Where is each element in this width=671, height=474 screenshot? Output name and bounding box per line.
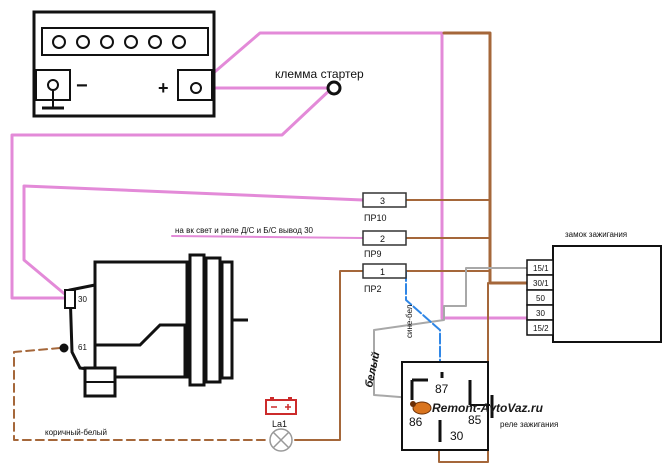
generator-terminal-30 xyxy=(64,289,76,309)
wire-pink-starter-to-generator xyxy=(10,86,334,300)
generator-pulley-1 xyxy=(188,253,206,387)
ign-terminal-30-1: 30/1 xyxy=(533,279,549,288)
charge-lamp-battery-icon xyxy=(265,399,297,415)
brown-white-label: коричный-белый xyxy=(45,428,107,437)
wire-brown-dashed-61-to-lamp xyxy=(13,347,269,441)
wire-pink-fuse3-to-generator xyxy=(22,184,365,298)
wire-blue-fuse1-to-relay xyxy=(405,270,441,373)
ignition-terminals xyxy=(526,259,554,336)
wire-pink-fuse2-line xyxy=(171,235,364,239)
generator xyxy=(59,253,248,398)
battery-plus-post xyxy=(190,82,202,94)
fuse-pr2 xyxy=(362,263,407,279)
fuse-pr10-name: ПР10 xyxy=(364,213,386,223)
ign-terminal-15-1: 15/1 xyxy=(533,264,549,273)
ignition-switch: замок зажигания 15/1 30/1 50 30 15/2 xyxy=(526,230,662,343)
battery-minus-sign: − xyxy=(76,75,88,97)
ign-terminal-50: 50 xyxy=(536,294,545,303)
generator-body xyxy=(93,260,189,379)
generator-pulley-3 xyxy=(220,260,234,380)
charge-lamp-label: La1 xyxy=(272,419,287,429)
charge-lamp: La1 xyxy=(265,397,297,452)
wire-brown-main-feed xyxy=(442,31,530,285)
fuse-pr2-number: 1 xyxy=(380,267,385,277)
ign-terminal-30: 30 xyxy=(536,309,545,318)
generator-label-30: 30 xyxy=(78,295,87,304)
battery-plus-terminal xyxy=(177,69,213,101)
fuse-pr9-number: 2 xyxy=(380,234,385,244)
fuse-block: 3 ПР10 2 ПР9 1 ПР2 xyxy=(362,192,407,294)
starter-terminal xyxy=(326,80,342,96)
wire-gray-ignition-15-1 xyxy=(373,267,529,399)
relay-pin-85: 85 xyxy=(468,413,482,427)
relay-pin-86: 86 xyxy=(409,415,423,429)
watermark: Remont-AvtoVaz.ru xyxy=(410,401,544,415)
bug-logo-icon xyxy=(412,401,432,415)
battery-cells xyxy=(52,35,186,49)
ign-terminal-15-2: 15/2 xyxy=(533,324,549,333)
generator-pulley-2 xyxy=(204,256,222,384)
starter-terminal-label: клемма стартер xyxy=(275,67,364,81)
fuse-pr2-name: ПР2 xyxy=(364,284,381,294)
watermark-text: Remont-AvtoVaz.ru xyxy=(432,401,544,415)
generator-bracket xyxy=(95,323,187,379)
wire-brown-fuse1-to-lamp xyxy=(294,270,364,441)
wire-pink-battery-to-ignition xyxy=(194,31,530,320)
relay-pin-30: 30 xyxy=(450,429,464,443)
fuse-pr10 xyxy=(362,192,407,208)
fuse-pr9 xyxy=(362,230,407,246)
blue-white-wire-label: сине-бел xyxy=(405,304,414,338)
battery-plus-sign: + xyxy=(158,78,169,98)
fuse-pr10-number: 3 xyxy=(380,196,385,206)
ignition-relay-label: реле зажигания xyxy=(500,420,558,429)
ignition-switch-body xyxy=(552,245,662,343)
ignition-switch-label: замок зажигания xyxy=(565,230,627,239)
relay-pin-87: 87 xyxy=(435,382,449,396)
white-wire-label: белый xyxy=(363,351,382,389)
generator-label-61: 61 xyxy=(78,343,87,352)
light-note-label: на вк свет и реле Д/С и Б/С вывод 30 xyxy=(175,226,314,235)
generator-terminal-61 xyxy=(59,343,69,353)
battery: − + xyxy=(32,10,216,118)
fuse-pr9-name: ПР9 xyxy=(364,249,381,259)
